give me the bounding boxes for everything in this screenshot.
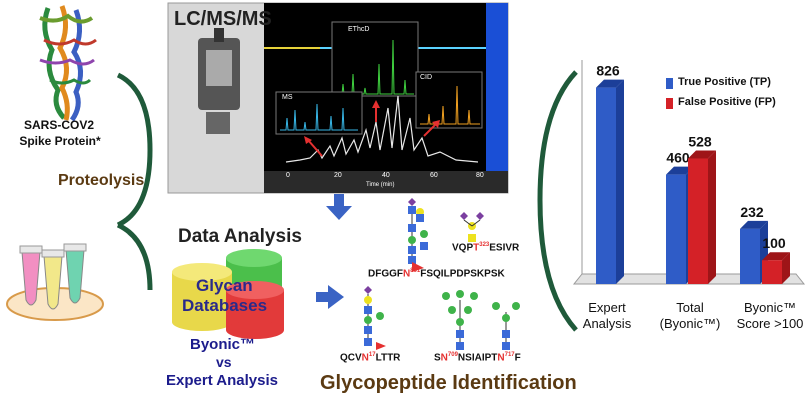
bar-expert-tp-top <box>596 79 624 88</box>
mass-spectrometer-icon <box>198 28 240 134</box>
time-tick-80: 80 <box>476 172 484 179</box>
glycan-db-line-2: Databases <box>182 296 268 315</box>
bracket-bottom-left <box>116 222 153 291</box>
protein-label-2: Spike Protein* <box>19 134 101 148</box>
bar-score-fp-value-label: 100 <box>762 235 786 251</box>
glycopeptide-2: VQPT323ESIVR <box>452 242 520 254</box>
protein-label-1: SARS-COV2 <box>23 118 94 132</box>
bar-score-fp-top <box>762 252 790 261</box>
ms-label: MS <box>282 94 293 101</box>
bar-score-tp-top <box>740 220 768 229</box>
bar-total-fp-side <box>708 150 716 284</box>
bracket-top-left <box>116 72 153 228</box>
glycopeptide-1: DFGGFN801FSQILPDPSKPSK <box>368 268 505 280</box>
chromatogram-trace <box>285 95 479 163</box>
ms-peaks <box>280 103 358 131</box>
bar-total-tp-value-label: 460 <box>666 150 690 166</box>
expert-analysis-label: Expert Analysis <box>166 372 278 389</box>
proteolysis-label: Proteolysis <box>58 172 145 189</box>
bar-score-fp-side <box>782 252 790 284</box>
bar-score-fp <box>762 260 782 284</box>
bar-score-tp-value-label: 232 <box>740 204 764 220</box>
ethcd-label: EThcD <box>348 26 370 33</box>
bracket-right <box>537 70 578 332</box>
ms-spectrum-box <box>275 91 363 135</box>
time-tick-0: 0 <box>286 172 290 179</box>
legend-fp-label: False Positive (FP) <box>678 96 776 108</box>
bar-total-fp <box>688 158 708 284</box>
category-label-total: Total(Byonic™) <box>659 300 721 331</box>
bar-total-tp <box>666 174 686 284</box>
time-tick-40: 40 <box>382 172 390 179</box>
arrow-down-icon <box>326 194 352 220</box>
legend-fp-swatch <box>666 98 673 109</box>
lcms-scale-bar <box>486 3 508 171</box>
time-axis-label: Time (min) <box>366 182 395 188</box>
cid-spectrum-box <box>415 71 483 129</box>
bar-total-fp-top <box>688 150 716 159</box>
glycan-structures <box>364 198 520 350</box>
bar-score-tp <box>740 228 760 284</box>
lcms-title: LC/MS/MS <box>174 8 272 30</box>
glycan-database-icon <box>172 249 284 339</box>
bar-expert-tp <box>596 87 616 285</box>
legend-tp-swatch <box>666 78 673 89</box>
red-arrow-icons <box>304 100 440 157</box>
time-axis-bar <box>264 171 508 193</box>
ethcd-spectrum-box <box>331 21 419 97</box>
glycopeptide-3: QCVN17LTTR <box>340 352 401 364</box>
vs-label: vs <box>216 354 232 370</box>
bar-total-fp-value-label: 528 <box>688 133 712 149</box>
time-tick-20: 20 <box>334 172 342 179</box>
bar-total-tp-top <box>666 166 694 175</box>
byonic-label: Byonic™ <box>190 336 256 353</box>
spike-protein-structure <box>39 5 97 122</box>
glycopeptide-identification-title: Glycopeptide Identification <box>320 372 577 394</box>
cid-label: CID <box>420 74 433 81</box>
data-analysis-title: Data Analysis <box>178 226 302 247</box>
legend-tp-label: True Positive (TP) <box>678 76 771 88</box>
cid-peaks <box>420 85 480 125</box>
glycan-db-line-1: Glycan <box>196 276 253 295</box>
sample-tubes-icon <box>6 243 104 321</box>
bar-expert-tp-side <box>616 79 624 285</box>
arrow-right-icon <box>316 285 344 309</box>
time-tick-60: 60 <box>430 172 438 179</box>
bar-expert-tp-value-label: 826 <box>596 63 620 79</box>
glycopeptide-4: SN709NSIAIPTN717F <box>434 352 521 364</box>
